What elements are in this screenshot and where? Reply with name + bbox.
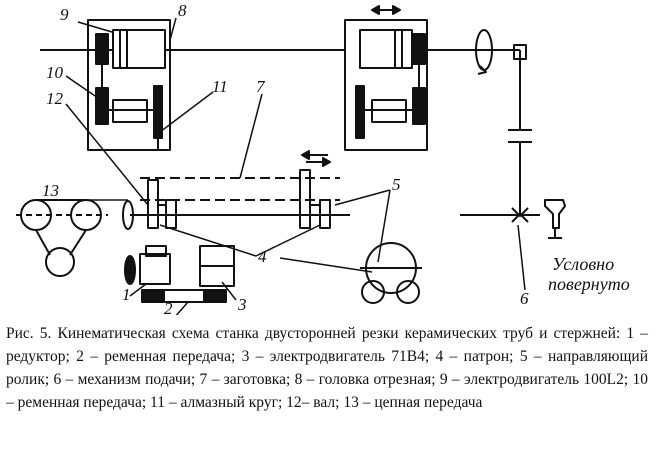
- label-8: 8: [178, 1, 187, 20]
- label-7: 7: [256, 77, 266, 96]
- feed-mechanism: [460, 29, 566, 239]
- workpiece: [122, 150, 350, 230]
- note-line-2: повернуто: [548, 274, 630, 294]
- leader-lines: [38, 17, 526, 315]
- label-4: 4: [258, 247, 267, 266]
- right-cutting-head: [344, 5, 520, 151]
- guide-rollers: [360, 242, 422, 304]
- label-1: 1: [122, 285, 131, 304]
- label-6: 6: [520, 289, 529, 308]
- drive-assembly: [124, 245, 235, 303]
- figure-caption: Рис. 5. Кинематическая схема станка двус…: [6, 325, 648, 411]
- label-12: 12: [46, 89, 64, 108]
- left-cutting-head: [40, 19, 345, 151]
- kinematic-diagram: 9 8 10 12 11 7 13 5 4 1 2 3 6 Условно по…: [16, 1, 630, 315]
- chain-drive: [16, 199, 108, 277]
- note-line-1: Условно: [552, 254, 614, 274]
- label-2: 2: [164, 299, 173, 315]
- label-13: 13: [42, 181, 59, 200]
- label-3: 3: [237, 295, 247, 314]
- label-9: 9: [60, 5, 69, 24]
- label-5: 5: [392, 175, 401, 194]
- label-11: 11: [212, 77, 228, 96]
- label-10: 10: [46, 63, 64, 82]
